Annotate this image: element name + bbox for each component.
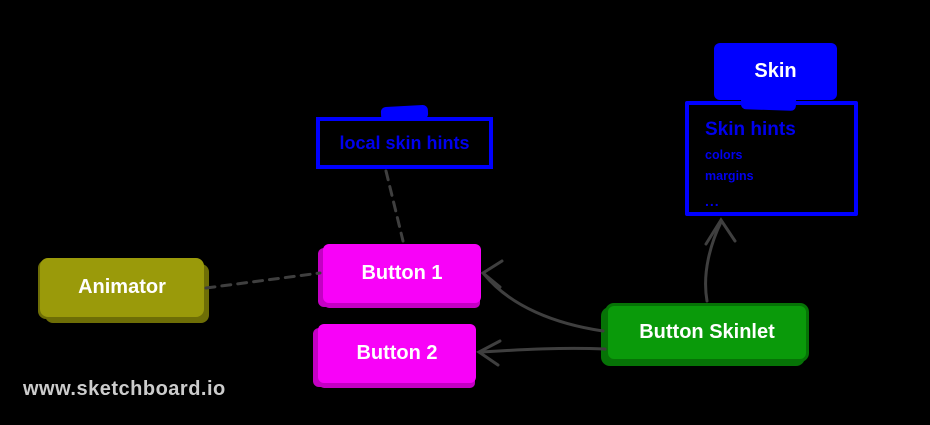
node-skin-label: Skin: [754, 60, 797, 82]
node-skin[interactable]: Skin: [714, 43, 837, 100]
connector-skinlet-skin-hints: [704, 220, 723, 303]
arrowhead-skin-hints: [704, 217, 737, 246]
skin-hints-item-ellipsis: ...: [705, 193, 720, 209]
node-local-skin-hints[interactable]: local skin hints: [316, 117, 493, 169]
connector-animator-button1: [204, 271, 322, 290]
connector-skinlet-button1: [482, 272, 605, 333]
local-skin-hints-label: local skin hints: [339, 132, 470, 153]
node-button-skinlet[interactable]: Button Skinlet: [605, 303, 809, 362]
node-button-2[interactable]: Button 2: [318, 324, 476, 383]
node-button-skinlet-label: Button Skinlet: [639, 321, 775, 343]
connector-skinlet-button2: [479, 346, 607, 354]
connector-local-hints-button1: [384, 169, 405, 243]
watermark: www.sketchboard.io: [23, 378, 226, 400]
local-skin-hints-scribble: [380, 104, 429, 122]
node-skin-hints[interactable]: Skin hints colors margins ...: [685, 101, 858, 216]
skin-hints-item-margins: margins: [705, 169, 754, 183]
skin-hints-item-colors: colors: [705, 148, 743, 162]
node-animator-label: Animator: [78, 276, 166, 298]
arrowhead-button2: [476, 339, 502, 367]
node-button-1-label: Button 1: [361, 262, 443, 284]
node-button-2-label: Button 2: [356, 342, 438, 364]
arrowhead-button1: [480, 259, 504, 289]
skin-hints-title: Skin hints: [705, 119, 796, 140]
node-animator[interactable]: Animator: [40, 258, 204, 317]
node-button-1[interactable]: Button 1: [323, 244, 481, 303]
